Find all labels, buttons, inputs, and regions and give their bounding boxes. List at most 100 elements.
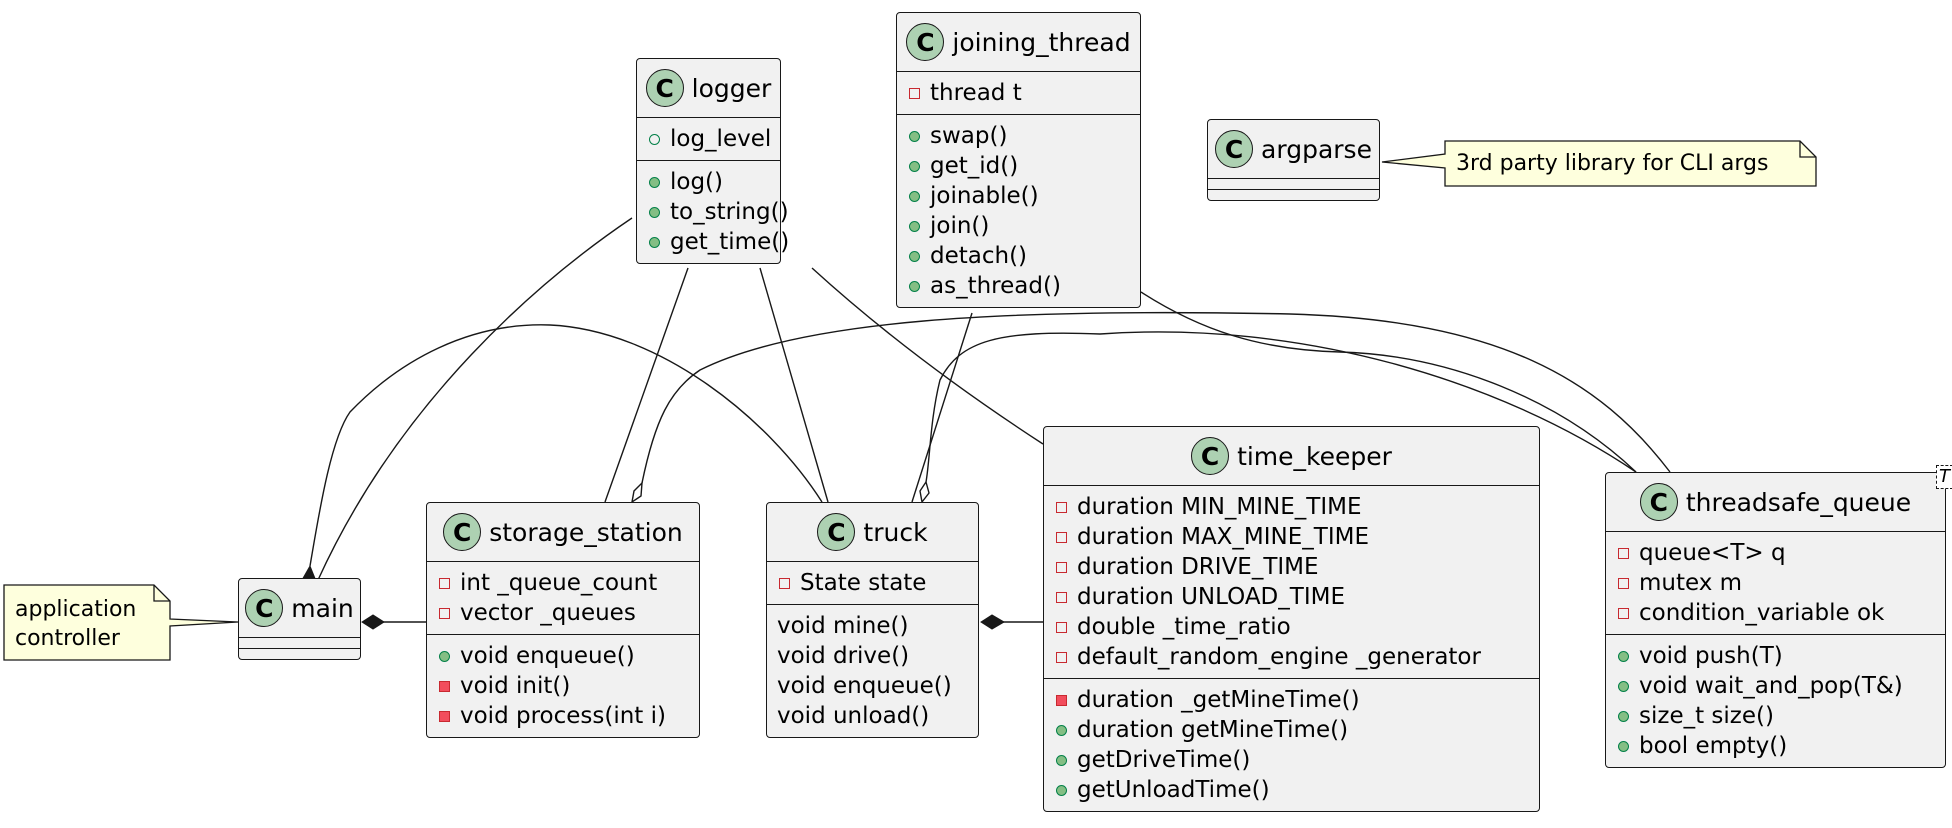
edge-joining-thread-threadsafe-queue [1140,291,1637,473]
class-name-argparse: argparse [1261,134,1372,164]
field-text: duration MAX_MINE_TIME [1077,524,1370,550]
method-row: void init() [427,671,699,701]
methods-section: duration _getMineTime() duration getMineT… [1044,678,1539,811]
field-text: log_level [670,126,772,152]
edge-logger-time-keeper [811,267,1044,445]
field-row: duration MIN_MINE_TIME [1044,492,1539,522]
visibility-private-open-icon [1056,531,1067,543]
method-text: void process(int i) [460,703,667,729]
method-row: void enqueue() [427,641,699,671]
method-row: size_t size() [1606,701,1945,731]
method-row: getUnloadTime() [1044,775,1539,805]
visibility-public-icon [1056,754,1067,766]
visibility-public-icon [1618,740,1629,752]
class-name-main: main [291,593,354,623]
method-row: join() [897,211,1140,241]
class-name-joining-thread: joining_thread [952,27,1131,57]
class-icon: C [1191,437,1230,475]
note-main-text-line-1: application [15,597,137,622]
field-row: thread t [897,78,1140,108]
visibility-public-icon [1618,680,1629,692]
class-name-threadsafe-queue: threadsafe_queue [1685,487,1912,517]
field-text: default_random_engine _generator [1077,644,1481,670]
visibility-private-open-icon [1618,577,1629,589]
edge-logger-main [317,217,633,581]
field-text: State state [800,570,927,596]
visibility-public-icon [649,176,660,188]
template-parameter: T [1936,465,1952,489]
class-name-storage-station: storage_station [489,517,683,547]
visibility-package-open-icon [649,133,660,145]
fields-section [1208,178,1379,189]
method-text: duration getMineTime() [1077,717,1349,743]
method-text: void drive() [777,643,910,669]
visibility-private-filled-icon [439,680,450,692]
class-icon: C [1639,483,1678,521]
edge-threadsafe-queue-truck [925,331,1637,483]
note-argparse-text: 3rd party library for CLI args [1456,151,1769,176]
method-text: void mine() [777,613,909,639]
field-text: queue<T> q [1639,540,1786,566]
method-row: void wait_and_pop(T&) [1606,671,1945,701]
edge-logger-truck [759,267,829,503]
field-row: duration DRIVE_TIME [1044,552,1539,582]
method-row: void unload() [767,701,978,731]
visibility-private-open-icon [439,607,450,619]
visibility-private-open-icon [1056,561,1067,573]
aggregation-diamond-truck [919,480,930,504]
field-row: double _time_ratio [1044,612,1539,642]
note-argparse-shape [1381,140,1817,187]
method-text: as_thread() [930,273,1061,299]
field-row: int _queue_count [427,568,699,598]
method-row: duration _getMineTime() [1044,685,1539,715]
field-text: duration DRIVE_TIME [1077,554,1319,580]
method-row: void drive() [767,641,978,671]
method-row: void mine() [767,611,978,641]
field-row: default_random_engine _generator [1044,642,1539,672]
visibility-private-open-icon [1618,607,1629,619]
class-icon: C [906,23,945,61]
method-text: duration _getMineTime() [1077,687,1360,713]
method-text: void init() [460,673,571,699]
class-name-time-keeper: time_keeper [1237,441,1392,471]
method-row: get_id() [897,151,1140,181]
method-text: detach() [930,243,1028,269]
field-text: thread t [930,80,1022,106]
visibility-private-open-icon [909,87,920,99]
field-row: mutex m [1606,568,1945,598]
visibility-public-icon [1056,724,1067,736]
visibility-public-icon [909,190,920,202]
method-row: as_thread() [897,271,1140,301]
fields-section: State state [767,561,978,604]
methods-section: void mine() void drive() void enqueue()voi… [767,604,978,737]
class-icon: C [245,589,284,627]
field-row: vector _queues [427,598,699,628]
method-text: void enqueue() [777,673,952,699]
note-main-text-line-2: controller [15,626,120,651]
methods-section [1208,189,1379,200]
visibility-private-open-icon [1618,547,1629,559]
visibility-private-open-icon [1056,651,1067,663]
field-row: State state [767,568,978,598]
visibility-private-filled-icon [439,710,450,722]
visibility-private-open-icon [439,577,450,589]
method-text: joinable() [930,183,1039,209]
method-text: join() [930,213,990,239]
visibility-public-icon [909,250,920,262]
aggregation-diamond-storage-station [631,481,643,504]
field-text: mutex m [1639,570,1743,596]
visibility-public-icon [909,220,920,232]
